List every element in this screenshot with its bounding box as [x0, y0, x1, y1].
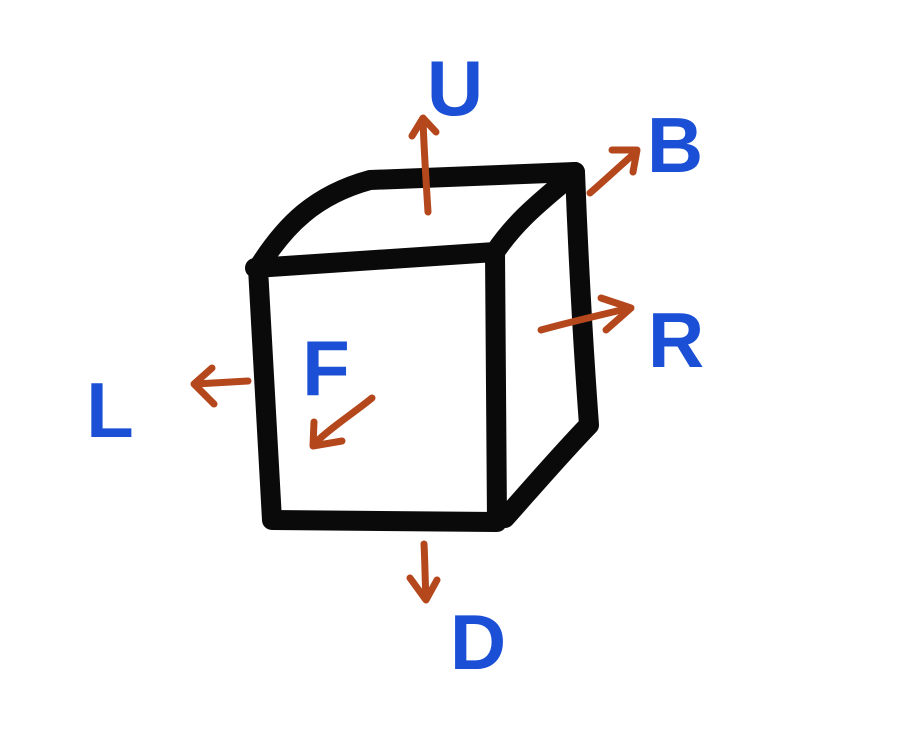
label-back: B: [647, 101, 703, 189]
cube: [245, 162, 599, 532]
face-labels: U B R F L D: [86, 44, 704, 686]
label-left: L: [86, 366, 134, 454]
label-down: D: [450, 598, 506, 686]
cube-right-face: [495, 162, 599, 528]
arrow-back: [586, 146, 641, 197]
arrow-up: [408, 114, 440, 216]
arrow-right: [537, 294, 635, 334]
label-front: F: [302, 324, 350, 412]
cube-front-face: [245, 242, 507, 532]
arrow-front: [309, 394, 376, 450]
direction-arrows: [190, 114, 641, 604]
arrow-left: [190, 364, 252, 408]
cube-top-face: [248, 162, 585, 278]
label-up: U: [427, 44, 483, 132]
label-right: R: [648, 296, 704, 384]
arrow-down: [406, 540, 441, 604]
